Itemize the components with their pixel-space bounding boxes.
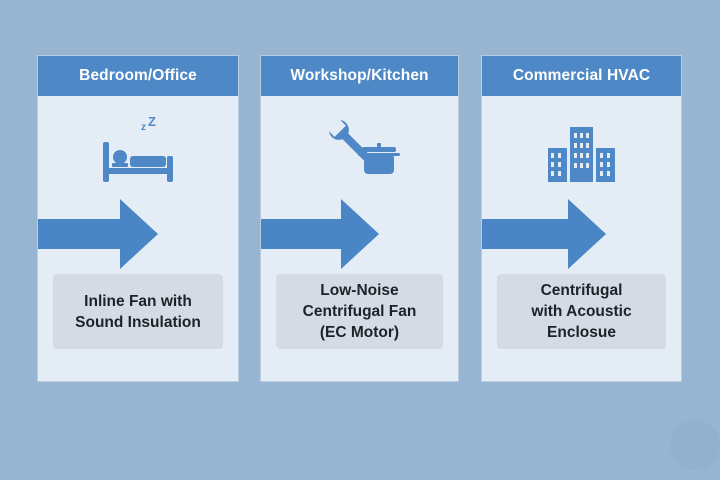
office-buildings-icon xyxy=(482,114,681,184)
recommendation-line: (EC Motor) xyxy=(319,324,400,341)
decorative-circle xyxy=(670,420,720,470)
card-header: Workshop/Kitchen xyxy=(261,56,458,96)
svg-text:Z: Z xyxy=(148,114,156,129)
recommendation-line: Inline Fan with xyxy=(84,292,192,310)
card-header: Commercial HVAC xyxy=(482,56,681,96)
recommendation-line: Sound Insulation xyxy=(75,313,201,331)
card-header: Bedroom/Office xyxy=(38,56,238,96)
wrench-and-pot-icon xyxy=(261,114,458,184)
card-commercial-hvac: Commercial HVAC xyxy=(482,56,681,381)
recommendation-line: Centrifugal xyxy=(540,282,623,299)
recommendation-line: Enclosue xyxy=(547,324,616,341)
arrow-right-icon xyxy=(38,199,160,274)
arrow-right-icon xyxy=(261,199,383,274)
card-bedroom-office: Bedroom/Office z Z Inline Fan with Sound… xyxy=(38,56,238,381)
card-workshop-kitchen: Workshop/Kitchen Low-Noise xyxy=(261,56,458,381)
recommendation-line: Low-Noise xyxy=(320,282,399,299)
bed-sleeping-icon: z Z xyxy=(38,114,238,184)
svg-text:z: z xyxy=(141,122,146,133)
recommendation-box: Centrifugal with Acoustic Enclosue xyxy=(497,274,666,349)
recommendation-line: with Acoustic xyxy=(531,303,632,320)
arrow-right-icon xyxy=(482,199,608,274)
recommendation-box: Inline Fan with Sound Insulation xyxy=(53,274,223,349)
recommendation-box: Low-Noise Centrifugal Fan (EC Motor) xyxy=(276,274,443,349)
recommendation-line: Centrifugal Fan xyxy=(302,303,417,320)
